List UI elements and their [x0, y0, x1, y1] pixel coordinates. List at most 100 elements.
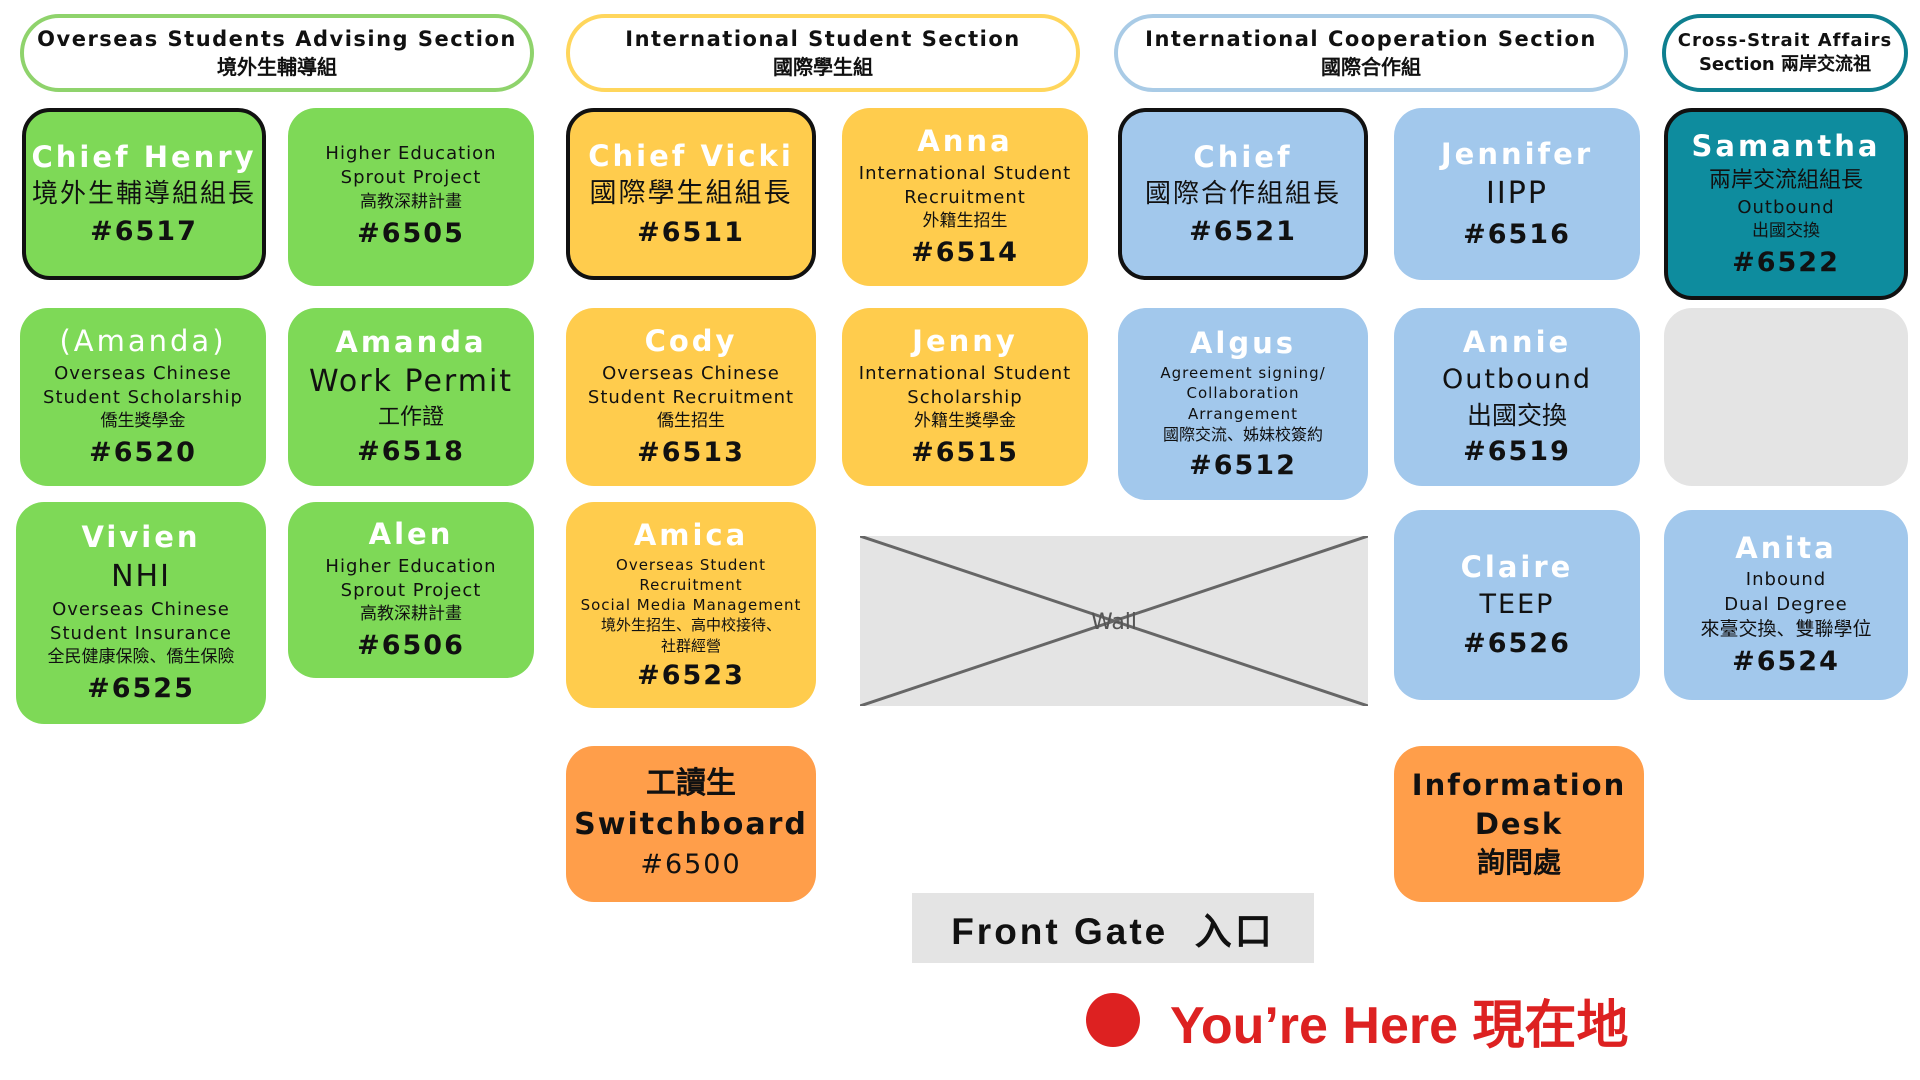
card-extension: #6500 [640, 849, 742, 881]
card-role-zh: 外籍生獎學金 [914, 411, 1016, 432]
card-role: Overseas Chinese [54, 362, 232, 384]
card-jenny: Jenny International Student Scholarship … [842, 308, 1088, 486]
card-role: Overseas Chinese [52, 598, 230, 620]
card-name: Claire [1460, 549, 1574, 584]
card-role-zh: 來臺交換、雙聯學位 [1700, 617, 1872, 640]
card-role-zh: 社群經營 [660, 636, 721, 655]
card-extension: #6512 [1189, 449, 1297, 481]
card-amanda-scholarship: (Amanda) Overseas Chinese Student Schola… [20, 308, 266, 486]
card-role-zh: 高教深耕計畫 [360, 191, 462, 212]
card-role: IIPP [1486, 176, 1548, 212]
card-role: 國際合作組組長 [1144, 178, 1341, 209]
card-role-zh: 工讀生 [646, 766, 736, 802]
card-role-zh: 出國交換 [1752, 220, 1820, 241]
card-role: Collaboration [1186, 384, 1300, 403]
card-name: Alen [368, 517, 454, 552]
card-role: Recruitment [904, 186, 1026, 208]
card-role: Agreement signing/ [1160, 364, 1326, 383]
card-algus: Algus Agreement signing/ Collaboration A… [1118, 308, 1368, 500]
card-role: Student Scholarship [43, 386, 243, 408]
section-title-zh: 國際合作組 [1321, 54, 1421, 79]
card-role: 境外生輔導組組長 [32, 178, 257, 209]
wall: Wall [860, 536, 1368, 706]
card-role-zh: 僑生獎學金 [100, 411, 186, 432]
card-extension: #6520 [89, 437, 197, 469]
card-extension: #6526 [1463, 627, 1571, 659]
card-name: (Amanda) [59, 324, 227, 359]
card-extension: #6505 [357, 217, 465, 249]
card-name: Desk [1474, 807, 1564, 842]
card-annie: Annie Outbound 出國交換 #6519 [1394, 308, 1640, 486]
card-name: Samantha [1691, 128, 1881, 163]
card-role: Scholarship [907, 386, 1023, 408]
card-name: Anna [917, 124, 1013, 159]
card-name: Annie [1462, 325, 1572, 360]
card-name: Chief Vicki [588, 138, 794, 173]
card-extension: #6511 [637, 216, 745, 248]
you-are-here-marker: You’re Here 現在地 [1086, 985, 1628, 1055]
card-role: Work Permit [308, 364, 514, 400]
card-role: Higher Education [325, 555, 497, 577]
card-name: Information [1411, 767, 1627, 802]
card-role: TEEP [1479, 589, 1555, 621]
card-name: Amica [633, 517, 749, 552]
card-role: 兩岸交流組組長 [1708, 167, 1863, 193]
card-role-zh: 僑生招生 [657, 411, 725, 432]
card-name: Chief Henry [31, 139, 257, 174]
section-title-zh: 境外生輔導組 [217, 54, 337, 79]
you-are-here-label: You’re Here 現在地 [1170, 996, 1629, 1055]
card-extension: #6506 [357, 630, 465, 662]
card-extension: #6523 [637, 659, 745, 691]
location-dot-icon [1086, 993, 1140, 1047]
card-role: Outbound [1737, 196, 1835, 218]
card-anita: Anita Inbound Dual Degree 來臺交換、雙聯學位 #652… [1664, 510, 1908, 700]
card-role: 國際學生組組長 [589, 178, 793, 210]
card-anna: Anna International Student Recruitment 外… [842, 108, 1088, 286]
card-amanda-work-permit: Amanda Work Permit 工作證 #6518 [288, 308, 534, 486]
card-name: Anita [1735, 531, 1837, 566]
card-hesp-6505: Higher Education Sprout Project 高教深耕計畫 #… [288, 108, 534, 286]
card-name: Jenny [912, 324, 1018, 359]
card-role: Sprout Project [340, 579, 482, 601]
card-alen: Alen Higher Education Sprout Project 高教深… [288, 502, 534, 678]
card-name: Amanda [335, 325, 487, 360]
card-role: Overseas Student [616, 555, 766, 574]
card-role: Outbound [1442, 364, 1592, 396]
card-role: Overseas Chinese [602, 362, 780, 384]
card-extension: #6516 [1463, 218, 1571, 250]
card-jennifer: Jennifer IIPP #6516 [1394, 108, 1640, 280]
card-information-desk: Information Desk 詢問處 [1394, 746, 1644, 902]
section-header-cross-strait: Cross-Strait Affairs Section 兩岸交流祖 [1662, 14, 1908, 92]
card-role: Arrangement [1187, 404, 1298, 423]
card-amica: Amica Overseas Student Recruitment Socia… [566, 502, 816, 708]
card-role-zh: 詢問處 [1476, 846, 1561, 880]
section-header-intl-student: International Student Section 國際學生組 [566, 14, 1080, 92]
section-title-zh: 國際學生組 [773, 54, 873, 79]
card-role: Sprout Project [340, 167, 482, 189]
card-empty [1664, 308, 1908, 486]
card-chief-henry: Chief Henry 境外生輔導組組長 #6517 [22, 108, 266, 280]
section-header-overseas: Overseas Students Advising Section 境外生輔導… [20, 14, 534, 92]
card-role-zh: 工作證 [377, 404, 444, 430]
card-extension: #6519 [1463, 436, 1571, 468]
card-name: Cody [644, 324, 738, 359]
card-extension: #6514 [911, 237, 1019, 269]
card-extension: #6525 [87, 673, 195, 705]
section-header-coop: International Cooperation Section 國際合作組 [1114, 14, 1628, 92]
card-role-zh: 出國交換 [1466, 400, 1567, 430]
card-name: Algus [1189, 326, 1297, 361]
card-role: International Student [858, 362, 1072, 384]
wall-label: Wall [1091, 610, 1137, 635]
card-cody: Cody Overseas Chinese Student Recruitmen… [566, 308, 816, 486]
card-extension: #6513 [637, 437, 745, 469]
card-extension: #6518 [357, 436, 465, 468]
card-extension: #6522 [1732, 246, 1840, 278]
card-name: Jennifer [1440, 136, 1594, 171]
section-title-en: International Cooperation Section [1145, 27, 1597, 52]
card-role: Recruitment [639, 575, 743, 594]
wall-cross-line [860, 536, 1368, 706]
section-title-en: International Student Section [625, 27, 1021, 52]
card-role-zh: 境外生招生、高中校接待、 [600, 616, 781, 635]
card-role: Higher Education [325, 143, 497, 165]
card-role-zh: 全民健康保險、僑生保險 [47, 647, 235, 668]
